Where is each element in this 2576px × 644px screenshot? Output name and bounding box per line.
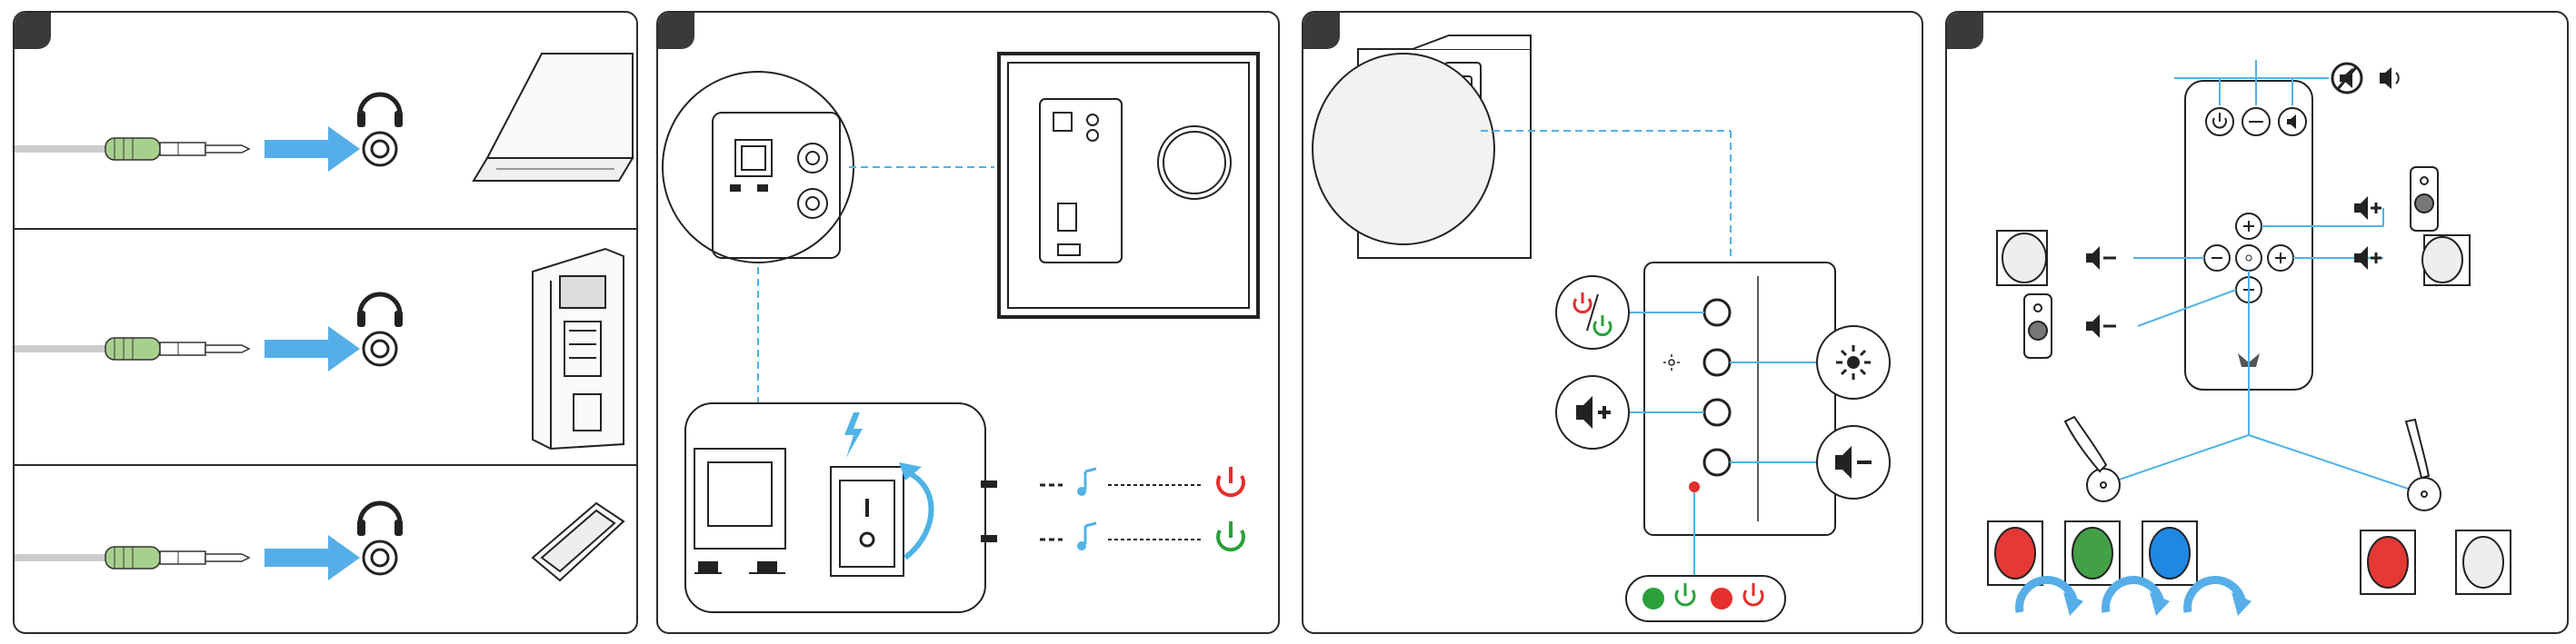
power-icon: [1218, 521, 1243, 550]
light-button[interactable]: [2236, 245, 2261, 271]
satellite-speaker-icon: [2024, 294, 2052, 358]
mute-button[interactable]: [2279, 108, 2306, 135]
panel-2-illustration: [658, 13, 1280, 634]
headphones-icon: [357, 294, 403, 327]
panel-1-illustration: [15, 13, 638, 634]
subwoofer-icon: [1997, 231, 2047, 285]
headphones-icon: [357, 94, 403, 127]
light-button-press-icon: [2406, 420, 2441, 510]
volume-up-button[interactable]: [1556, 376, 1629, 449]
blue-light-speaker-icon: [2142, 521, 2197, 585]
power-switch-icon[interactable]: [831, 467, 904, 576]
volume-icon: [2380, 67, 2399, 89]
red-led-icon: [1711, 588, 1732, 609]
panel-2-input-and-power: [656, 11, 1280, 634]
satellite-speaker-icon: [2411, 167, 2438, 231]
switch-on-state: [981, 521, 1243, 550]
audio-cable: [15, 338, 249, 360]
arrow-icon: [265, 326, 360, 372]
mute-icon: [2332, 64, 2361, 93]
power-button[interactable]: [2206, 108, 2233, 135]
red-light-speaker-icon: [1988, 521, 2042, 585]
light-button-press-icon: [2065, 417, 2120, 501]
green-light-speaker-icon: [2065, 521, 2120, 585]
music-note-icon: [1077, 523, 1096, 550]
audio-cable: [15, 138, 249, 160]
unlit-speaker-icon: [2456, 530, 2511, 594]
power-icon: [1218, 467, 1243, 495]
panel-4-illustration: [1947, 13, 2569, 634]
headphones-icon: [357, 503, 403, 536]
music-note-icon: [1077, 469, 1096, 496]
left-minus-button[interactable]: [2204, 245, 2230, 271]
volume-up-icon: [2354, 196, 2381, 220]
volume-down-icon: [2086, 246, 2116, 270]
panel-4-remote-control: [1945, 11, 2569, 634]
audio-jack-icon: [364, 332, 396, 365]
switch-off-state: [981, 467, 1243, 496]
input-button[interactable]: [2242, 108, 2270, 135]
smartphone-icon: [533, 503, 624, 580]
green-led-icon: [1642, 588, 1664, 609]
arrow-icon: [265, 535, 360, 580]
audio-jack-icon: [364, 541, 396, 574]
power-standby-button[interactable]: [1556, 276, 1629, 349]
light-button[interactable]: [1817, 326, 1890, 399]
audio-jack-icon: [364, 133, 396, 165]
volume-down-icon: [2086, 314, 2116, 338]
subwoofer-front-icon: [1313, 35, 1531, 258]
panel-3-illustration: [1303, 13, 1923, 634]
arrow-icon: [265, 126, 360, 172]
right-plus-button[interactable]: [2268, 245, 2293, 271]
panel-3-control-buttons: [1302, 11, 1923, 634]
laptop-icon: [474, 54, 633, 181]
subwoofer-icon: [2422, 235, 2470, 285]
plus-button[interactable]: [2236, 213, 2261, 239]
volume-down-button[interactable]: [1817, 426, 1890, 499]
desktop-pc-icon: [533, 249, 624, 449]
red-light-speaker-icon: [2361, 530, 2415, 594]
panel-1-audio-connection: [13, 11, 638, 634]
audio-cable: [15, 547, 249, 569]
subwoofer-rear-icon: [999, 54, 1258, 317]
volume-up-icon: [2354, 246, 2381, 270]
